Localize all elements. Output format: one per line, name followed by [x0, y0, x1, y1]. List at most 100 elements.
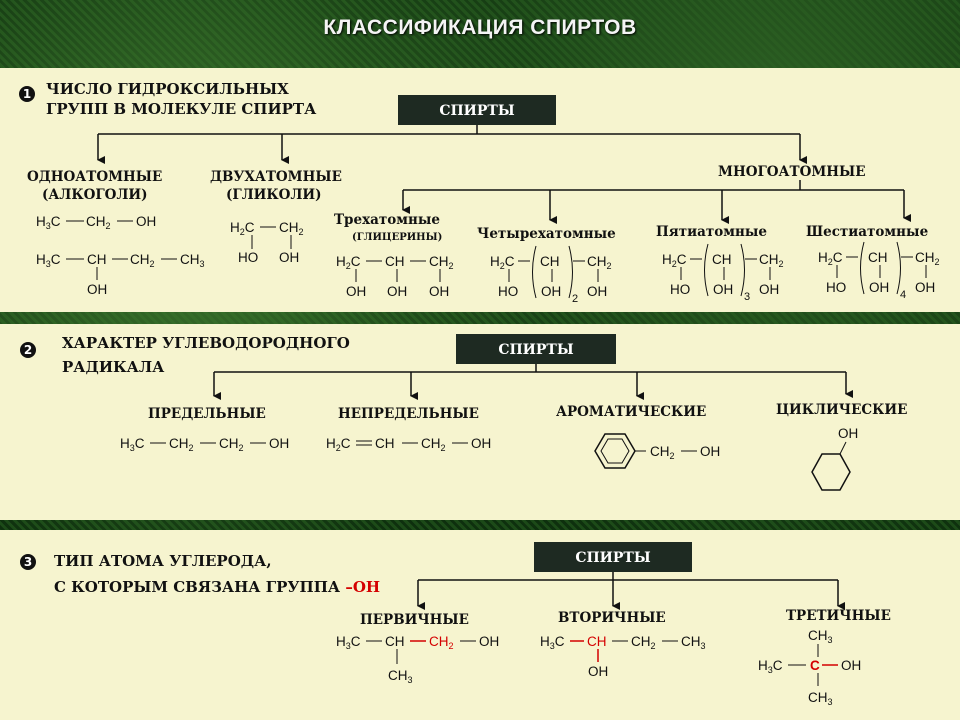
svg-text:CH2: CH2: [429, 254, 454, 271]
svg-text:OH: OH: [587, 284, 607, 299]
primary-label: ПЕРВИЧНЫЕ: [360, 612, 469, 628]
svg-text:CH3: CH3: [808, 690, 833, 707]
aromatic-label: АРОМАТИЧЕСКИЕ: [556, 404, 706, 420]
svg-text:OH: OH: [429, 284, 449, 299]
svg-text:H2C: H2C: [490, 254, 515, 271]
section2-heading-line2: РАДИКАЛА: [62, 358, 165, 376]
tri-label: Трехатомные: [334, 212, 440, 228]
svg-text:OH: OH: [759, 282, 779, 297]
svg-text:HO: HO: [498, 284, 518, 299]
svg-text:CH2: CH2: [587, 254, 612, 271]
di-label: ДВУХАТОМНЫЕ: [210, 169, 342, 185]
formula-hexol: H2C CH CH2 HO OH OH 4: [818, 241, 940, 301]
svg-text:H3C: H3C: [540, 634, 565, 651]
formula-ethanol: H3C CH2 OH: [36, 214, 156, 231]
saturated-label: ПРЕДЕЛЬНЫЕ: [148, 406, 266, 422]
formula-cyclohexanol: OH: [811, 426, 858, 491]
svg-text:CH2: CH2: [279, 220, 304, 237]
svg-text:CH2: CH2: [759, 252, 784, 269]
svg-text:1: 1: [23, 87, 31, 101]
formula-benzyl-alcohol: CH2 OH: [594, 433, 720, 469]
svg-text:3: 3: [744, 291, 750, 303]
formula-propanol: H3C CH2 CH2 OH: [120, 436, 289, 453]
svg-text:OH: OH: [479, 634, 499, 649]
formula-primary-alcohol: H3C CH CH2 OH CH3: [336, 634, 499, 685]
section3-number-badge: 3: [20, 554, 36, 570]
section1-heading-line2: ГРУПП В МОЛЕКУЛЕ СПИРТА: [46, 100, 317, 118]
svg-text:OH: OH: [269, 436, 289, 451]
section3-tree-lines: [417, 572, 845, 610]
section2-alcohols-box: СПИРТЫ: [456, 334, 616, 364]
di-sublabel: (ГЛИКОЛИ): [226, 187, 322, 203]
svg-text:H2C: H2C: [662, 252, 687, 269]
section1-heading-line1: ЧИСЛО ГИДРОКСИЛЬНЫХ: [46, 80, 289, 98]
svg-text:CH: CH: [385, 254, 405, 269]
svg-text:H2C: H2C: [326, 436, 351, 453]
svg-text:3: 3: [24, 555, 32, 569]
hexa-label: Шестиатомные: [806, 224, 928, 240]
tri-sublabel: (ГЛИЦЕРИНЫ): [352, 232, 442, 243]
svg-text:CH: CH: [587, 634, 607, 649]
svg-text:CH2: CH2: [130, 252, 155, 269]
svg-text:CH: CH: [712, 252, 732, 267]
svg-text:CH3: CH3: [180, 252, 205, 269]
svg-text:OH: OH: [838, 426, 858, 441]
section3-alcohols-box: СПИРТЫ: [534, 542, 692, 572]
svg-text:2: 2: [24, 343, 32, 357]
section3-heading-line1: ТИП АТОМА УГЛЕРОДА,: [54, 552, 272, 570]
section2-number-badge: 2: [20, 342, 36, 358]
svg-text:OH: OH: [471, 436, 491, 451]
formula-tetrol: H2C CH CH2 HO OH OH 2: [490, 245, 612, 305]
svg-text:H3C: H3C: [758, 658, 783, 675]
svg-text:HO: HO: [826, 280, 846, 295]
svg-text:CH2: CH2: [429, 634, 454, 651]
svg-text:CH: CH: [868, 250, 888, 265]
tertiary-label: ТРЕТИЧНЫЕ: [786, 608, 891, 624]
section-hydroxyl-count: 1 ЧИСЛО ГИДРОКСИЛЬНЫХ ГРУПП В МОЛЕКУЛЕ С…: [0, 68, 960, 312]
formula-glycerol: H2C CH CH2 OH OH OH: [336, 254, 454, 299]
unsaturated-label: НЕПРЕДЕЛЬНЫЕ: [338, 406, 479, 422]
tetra-label: Четырехатомные: [477, 226, 616, 242]
svg-text:CH2: CH2: [631, 634, 656, 651]
svg-text:CH3: CH3: [808, 628, 833, 645]
svg-text:HO: HO: [238, 250, 258, 265]
svg-text:OH: OH: [713, 282, 733, 297]
formula-isopropyl-chain: H3C CH CH2 CH3 OH: [36, 252, 205, 297]
section2-tree-lines: [213, 364, 853, 400]
svg-text:H2C: H2C: [336, 254, 361, 271]
svg-text:OH: OH: [346, 284, 366, 299]
svg-text:H3C: H3C: [36, 252, 61, 269]
svg-text:CH2: CH2: [86, 214, 111, 231]
svg-text:OH: OH: [869, 280, 889, 295]
svg-text:OH: OH: [136, 214, 156, 229]
svg-text:H3C: H3C: [36, 214, 61, 231]
section-radical-type: 2 ХАРАКТЕР УГЛЕВОДОРОДНОГО РАДИКАЛА СПИР…: [0, 324, 960, 520]
section-carbon-type: 3 ТИП АТОМА УГЛЕРОДА, С КОТОРЫМ СВЯЗАНА …: [0, 530, 960, 720]
section2-heading-line1: ХАРАКТЕР УГЛЕВОДОРОДНОГО: [62, 334, 350, 352]
svg-text:CH2: CH2: [915, 250, 940, 267]
formula-glycol: H2C CH2 HO OH: [230, 220, 304, 265]
svg-text:OH: OH: [915, 280, 935, 295]
formula-tertiary-alcohol: CH3 H3C C OH CH3: [758, 628, 861, 707]
svg-text:CH: CH: [540, 254, 560, 269]
penta-label: Пятиатомные: [656, 224, 767, 240]
section1-number-badge: 1: [19, 86, 35, 102]
formula-allyl-alcohol: H2C CH CH2 OH: [326, 436, 491, 453]
svg-text:OH: OH: [387, 284, 407, 299]
svg-text:HO: HO: [670, 282, 690, 297]
svg-text:СПИРТЫ: СПИРТЫ: [498, 342, 574, 358]
svg-text:CH2: CH2: [421, 436, 446, 453]
mono-label: ОДНОАТОМНЫЕ: [27, 169, 162, 185]
svg-text:2: 2: [572, 293, 578, 305]
svg-text:CH3: CH3: [681, 634, 706, 651]
svg-text:СПИРТЫ: СПИРТЫ: [575, 550, 651, 566]
hydroxyl-group-accent: –ОН: [345, 578, 380, 596]
svg-text:H2C: H2C: [818, 250, 843, 267]
svg-text:OH: OH: [841, 658, 861, 673]
svg-text:OH: OH: [588, 664, 608, 679]
formula-pentol: H2C CH CH2 HO OH OH 3: [662, 243, 784, 303]
page-title: КЛАССИФИКАЦИЯ СПИРТОВ: [323, 16, 637, 39]
section3-heading-line2: С КОТОРЫМ СВЯЗАНА ГРУППА –ОН: [54, 578, 380, 596]
formula-secondary-alcohol: H3C CH CH2 CH3 OH: [540, 634, 706, 679]
svg-text:OH: OH: [700, 444, 720, 459]
